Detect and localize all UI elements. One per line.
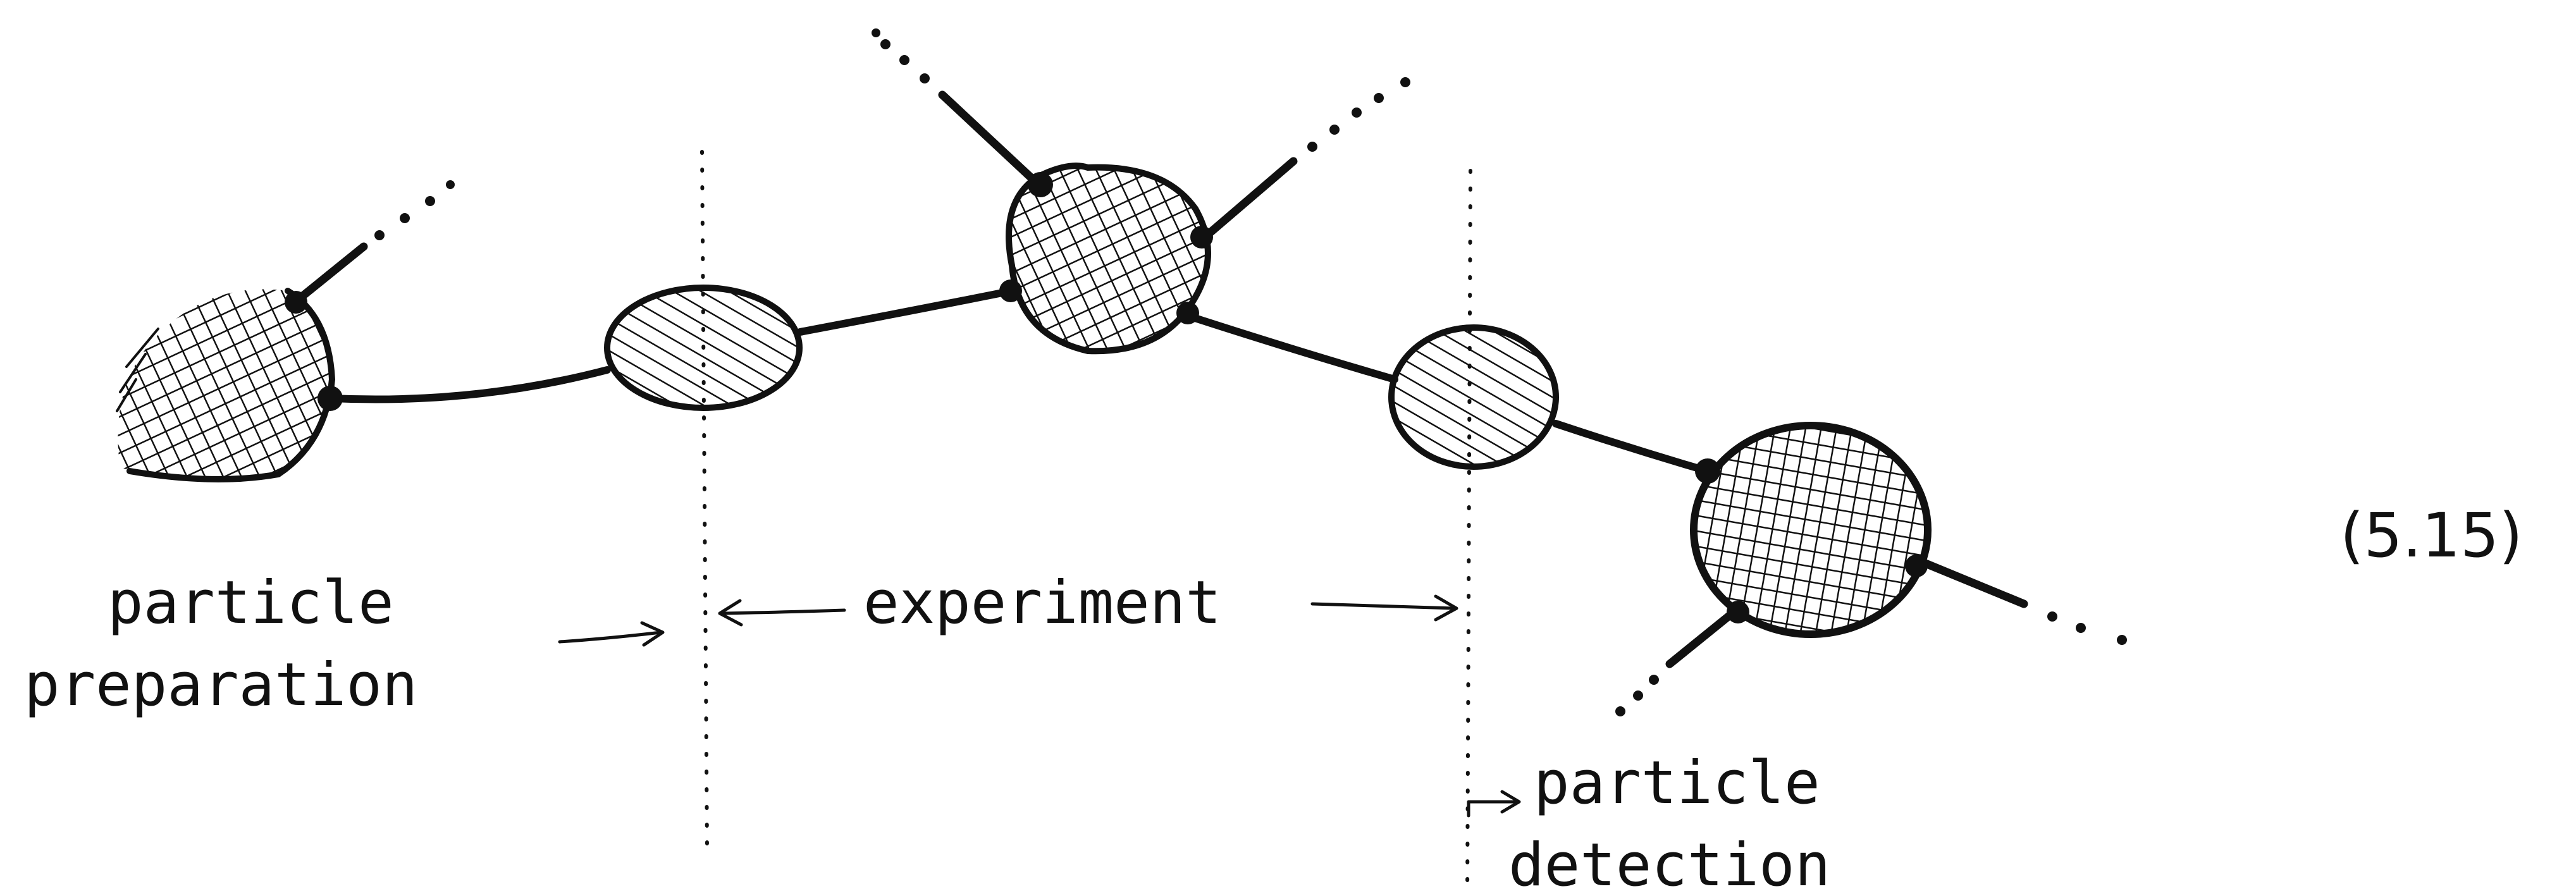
leg-dot <box>374 230 385 240</box>
line-blob2-to-oval2 <box>1185 312 1398 383</box>
leg-blob2-upper-right <box>1200 157 1298 242</box>
leg-dot <box>880 39 891 49</box>
blob-interaction <box>999 163 1213 355</box>
leg-dot <box>872 28 880 37</box>
label-particle-detection-line2: detection <box>1508 831 1830 896</box>
arrow-experiment-left <box>718 599 846 627</box>
leg-dot <box>920 73 930 83</box>
leg-blob2-upper-left <box>938 90 1042 188</box>
arrow-detection <box>1467 790 1521 818</box>
boundary-experiment-detection <box>1465 169 1472 896</box>
leg-dot <box>2047 611 2057 622</box>
leg-dot <box>1400 77 1410 87</box>
blob-source <box>116 288 343 482</box>
line-oval2-to-blob3 <box>1552 420 1711 475</box>
label-experiment: experiment <box>863 568 1221 637</box>
leg-dot <box>1352 107 1362 118</box>
leg-dot <box>1649 675 1659 685</box>
leg-dot <box>2076 623 2086 633</box>
leg-dot <box>1615 706 1625 716</box>
label-particle-detection-line1: particle <box>1534 749 1820 818</box>
arrow-preparation <box>558 621 665 647</box>
leg-dot <box>2117 635 2127 645</box>
propagator-lines <box>328 287 1711 475</box>
leg-dot <box>899 55 909 65</box>
label-particle-preparation-line1: particle <box>108 568 394 637</box>
leg-blob3-lower-right <box>1912 555 2028 608</box>
label-particle-preparation-line2: preparation <box>24 651 418 720</box>
blob-detector <box>1690 422 1932 638</box>
leg-dot <box>400 213 410 223</box>
leg-dot <box>1307 142 1317 152</box>
oval-propagator-2 <box>1388 324 1559 470</box>
external-legs <box>293 28 2127 716</box>
leg-dot <box>1374 93 1384 103</box>
boundary-preparation-experiment <box>700 150 709 849</box>
leg-blob3-lower-left <box>1665 606 1741 668</box>
leg-blob1-upper <box>293 242 368 305</box>
leg-dot <box>1633 690 1643 701</box>
equation-number: (5.15) <box>2340 500 2523 571</box>
line-blob1-to-oval1 <box>328 366 611 403</box>
leg-dot <box>425 196 435 206</box>
leg-dot <box>1329 125 1340 135</box>
arrow-experiment-right <box>1310 594 1458 622</box>
line-oval1-to-blob2 <box>796 287 1016 336</box>
leg-dot <box>446 180 455 189</box>
